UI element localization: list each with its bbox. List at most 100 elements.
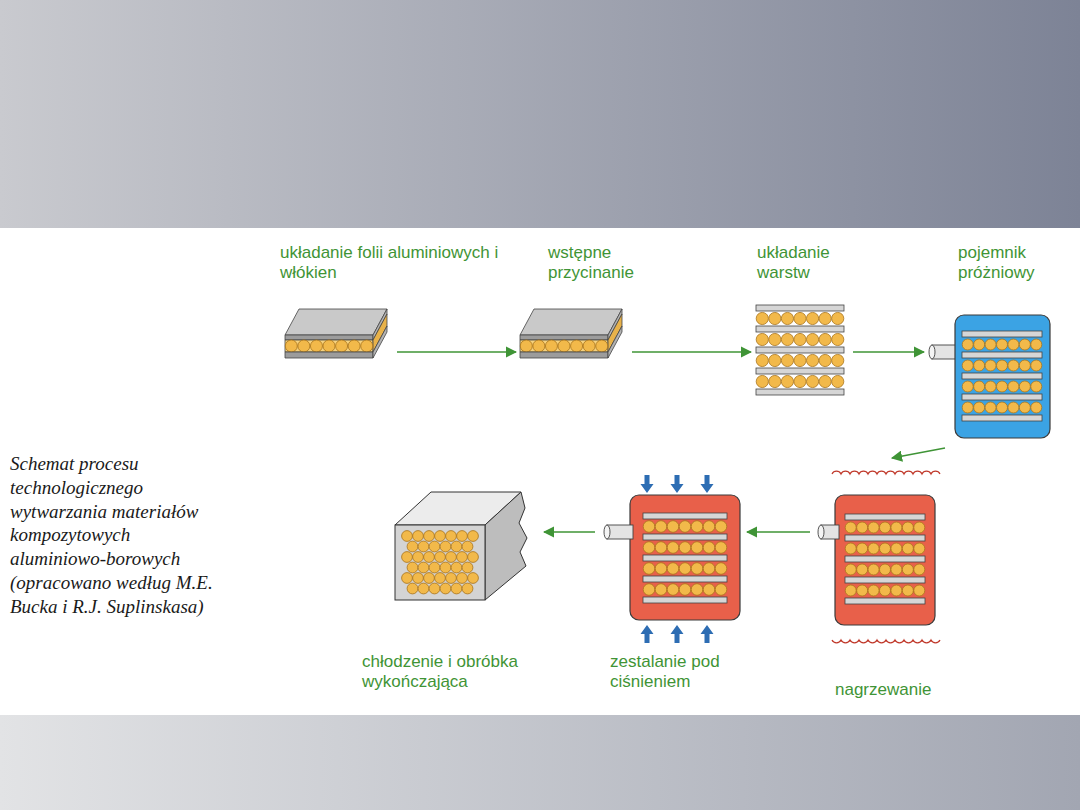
heater-coil — [832, 640, 940, 643]
aluminium-foil — [643, 597, 727, 603]
boron-fibre — [769, 312, 781, 324]
boron-fibre — [794, 333, 806, 345]
boron-fibre — [962, 381, 973, 392]
step-illustration — [390, 488, 540, 603]
step-illustration — [603, 475, 743, 645]
aluminium-foil — [643, 513, 727, 519]
pressure-arrow — [641, 625, 654, 643]
boron-fibre — [679, 584, 691, 596]
step-illustration — [928, 315, 1052, 440]
boron-fibre — [1008, 381, 1019, 392]
aluminium-foil — [756, 326, 844, 332]
process-step: układanie warstw — [755, 305, 845, 395]
boron-fibre — [655, 521, 667, 533]
boron-fibre — [407, 541, 418, 552]
boron-fibre — [891, 522, 902, 533]
boron-fibre — [914, 522, 925, 533]
boron-fibre — [962, 402, 973, 413]
boron-fibre — [879, 585, 890, 596]
boron-fibre — [336, 340, 348, 352]
aluminium-foil — [962, 373, 1042, 379]
boron-fibre — [996, 339, 1007, 350]
pipe-end — [604, 525, 610, 539]
step-illustration — [755, 305, 845, 395]
step-illustration — [520, 305, 624, 360]
boron-fibre — [902, 585, 913, 596]
boron-fibre — [715, 563, 727, 575]
aluminium-foil — [643, 555, 727, 561]
boron-fibre — [418, 562, 429, 573]
boron-fibre — [756, 333, 768, 345]
boron-fibre — [457, 531, 468, 542]
boron-fibre — [429, 583, 440, 594]
fibre-layer — [285, 340, 373, 352]
boron-fibre — [703, 563, 715, 575]
step-label: chłodzenie i obróbka wykończająca — [362, 652, 562, 693]
boron-fibre — [794, 354, 806, 366]
boron-fibre — [298, 340, 310, 352]
boron-fibre — [879, 564, 890, 575]
foil-side — [373, 326, 387, 358]
boron-fibre — [667, 521, 679, 533]
caption: Schemat procesu technologicznego wytwarz… — [10, 452, 228, 618]
boron-fibre — [348, 340, 360, 352]
foil-front — [285, 335, 373, 340]
boron-fibre — [806, 312, 818, 324]
boron-fibre — [996, 402, 1007, 413]
aluminium-foil — [643, 576, 727, 582]
boron-fibre — [1019, 339, 1030, 350]
boron-fibre — [902, 564, 913, 575]
boron-fibre — [996, 360, 1007, 371]
process-step: wstępne przycinanie — [520, 305, 624, 360]
boron-fibre — [446, 552, 457, 563]
boron-fibre — [643, 563, 655, 575]
caption-box: Schemat procesu technologicznego wytwarz… — [10, 452, 228, 618]
boron-fibre — [468, 573, 479, 584]
boron-fibre — [558, 340, 570, 352]
boron-fibre — [533, 340, 545, 352]
boron-fibre — [781, 354, 793, 366]
step-illustration — [285, 305, 389, 360]
boron-fibre — [1019, 360, 1030, 371]
boron-fibre — [655, 584, 667, 596]
boron-fibre — [440, 562, 451, 573]
aluminium-foil — [643, 534, 727, 540]
boron-fibre — [435, 552, 446, 563]
boron-fibre — [418, 583, 429, 594]
boron-fibre — [1019, 381, 1030, 392]
boron-fibre — [891, 543, 902, 554]
foil-front — [520, 335, 608, 340]
boron-fibre — [571, 340, 583, 352]
boron-fibre — [703, 584, 715, 596]
boron-fibre — [691, 521, 703, 533]
boron-fibre — [462, 541, 473, 552]
boron-fibre — [691, 542, 703, 554]
foil-front — [520, 352, 608, 358]
process-step: pojemnik próżniowy — [928, 315, 1052, 440]
boron-fibre — [418, 541, 429, 552]
cube-front — [395, 525, 485, 600]
boron-fibre — [413, 552, 424, 563]
boron-fibre — [868, 585, 879, 596]
boron-fibre — [769, 354, 781, 366]
boron-fibre — [655, 542, 667, 554]
boron-fibre — [715, 521, 727, 533]
foil-side — [608, 326, 622, 358]
boron-fibre — [914, 564, 925, 575]
process-step: nagrzewanie — [818, 462, 953, 652]
boron-fibre — [974, 402, 985, 413]
boron-fibre — [424, 573, 435, 584]
flow-arrow — [397, 351, 516, 353]
boron-fibre — [679, 542, 691, 554]
boron-fibre — [902, 543, 913, 554]
pipe-end — [818, 525, 824, 539]
boron-fibre — [974, 381, 985, 392]
step-label: pojemnik próżniowy — [958, 243, 1058, 284]
boron-fibre — [974, 360, 985, 371]
boron-fibre — [891, 564, 902, 575]
boron-fibre — [545, 340, 557, 352]
container — [955, 315, 1050, 438]
boron-fibre — [596, 340, 608, 352]
boron-fibre — [435, 531, 446, 542]
flow-arrow — [632, 351, 751, 353]
